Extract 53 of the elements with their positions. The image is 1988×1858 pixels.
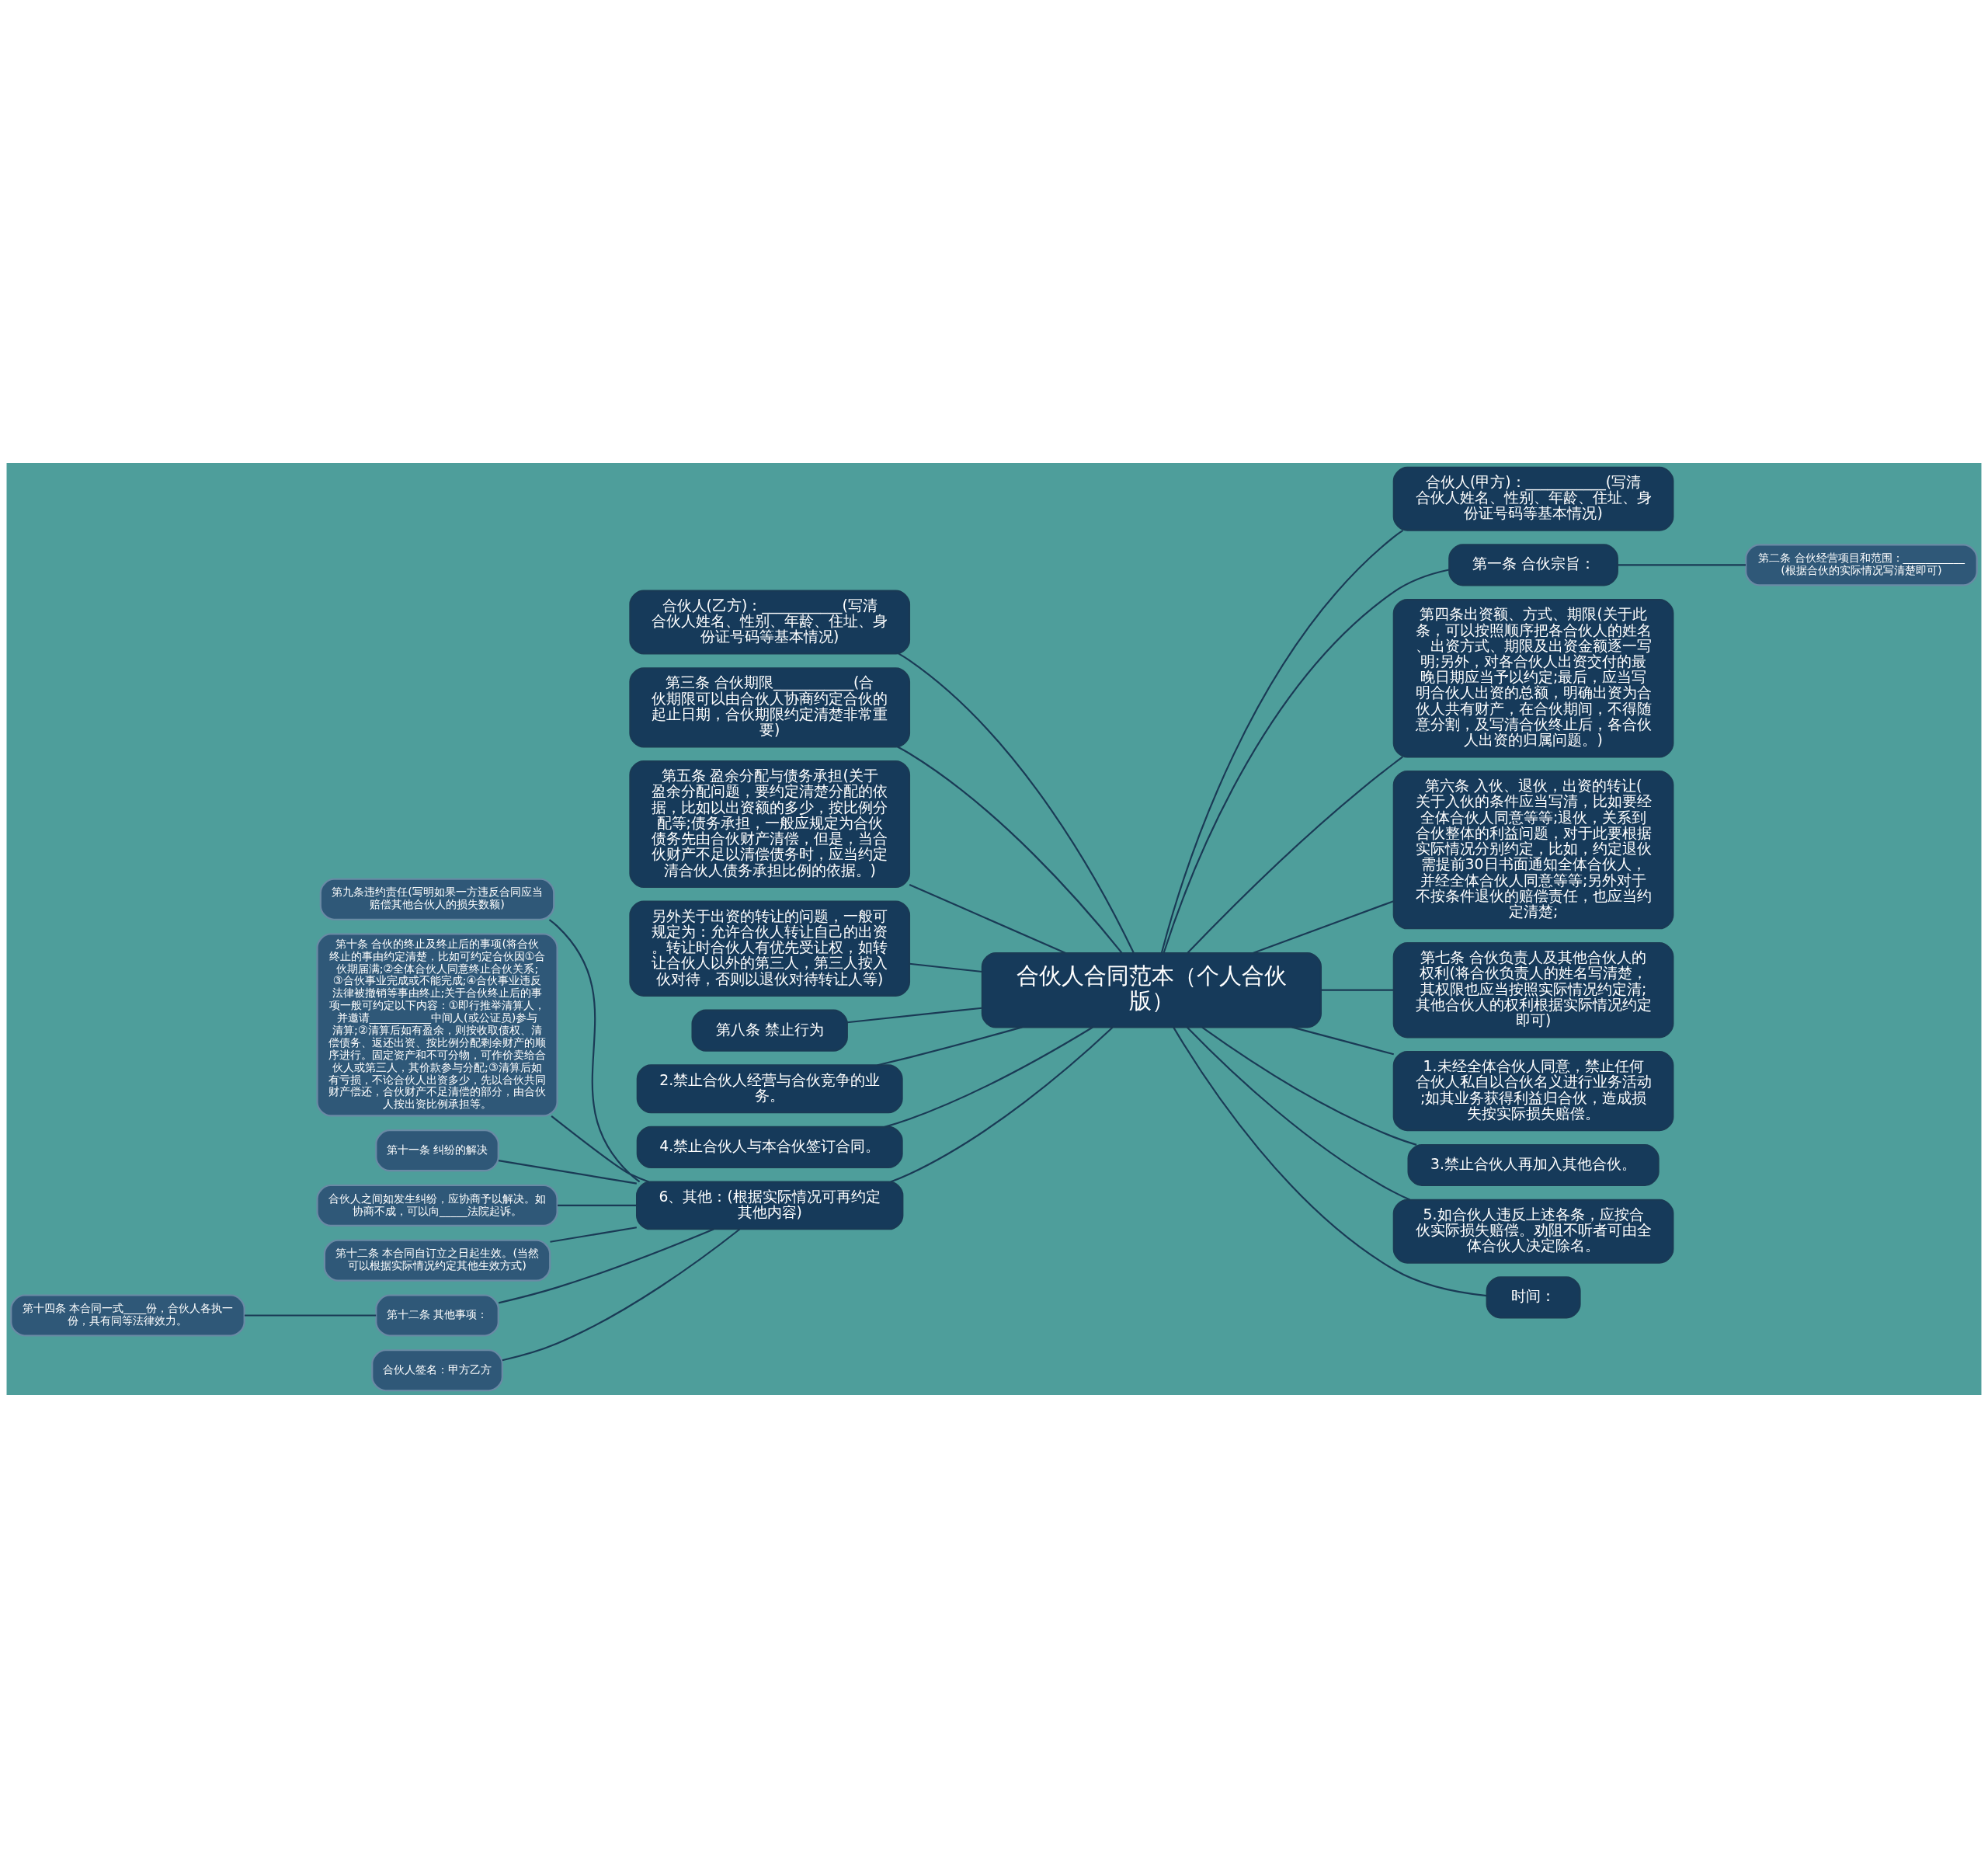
connector — [498, 1160, 637, 1185]
node-box: 合伙人(乙方)：___________(写清合伙人姓名、性别、年龄、住址、身份证号码等基本情况) — [629, 590, 911, 655]
connector — [897, 746, 1123, 954]
connector — [1173, 1027, 1487, 1297]
node-box: 第七条 合伙负责人及其他合伙人的权利(将合伙负责人的姓名写清楚，其权限也应当按照实际情况约定清;其他合伙人的权利根据实际情况约定即可) — [1392, 941, 1674, 1039]
connector — [498, 1228, 714, 1304]
node-box: 第十条 合伙的终止及终止后的事项(将合伙终止的事由约定清楚，比如可约定合伙因①合伙期届满;②全体合伙人同意终止合伙关系;③合伙事业完成或不能完成;④合伙事业违反法律被撤销等事由终止;关于合伙终止后的事项一般可约定以下内容：①即行推举清算人，并邀请___________中间人(或公证员)参与清算;②清算后如有盈余，则按收取债权、清偿债务、返还出资、按比例分配剩余财产的顺序进行。固定资产和不可分物，可作价卖给合伙人或第三人，其价款参与分配;③清算后如有亏损，不论合伙人出资多少，先以合伙共同财产偿还，合伙财产不足清偿的部分，由合伙人按出资比例承担等。 — [316, 933, 558, 1117]
node-box: 第十四条 本合同一式____份，合伙人各执一份，具有同等法律效力。 — [10, 1294, 245, 1337]
node-box: 4.禁止合伙人与本合伙签订合同。 — [636, 1126, 903, 1168]
connector — [558, 1204, 637, 1207]
node-box: 3.禁止合伙人再加入其他合伙。 — [1407, 1143, 1660, 1187]
node-box: 第三条 合伙期限___________(合伙期限可以由合伙人协商约定合伙的起止日期，合伙期限约定清楚非常重要) — [629, 667, 911, 748]
connector — [1617, 564, 1746, 566]
node-box: 另外关于出资的转让的问题，一般可规定为：允许合伙人转让自己的出资。转让时合伙人有优先受让权，如转让合伙人以外的第三人，第三人按入伙对待，否则以退伙对待转让人等) — [629, 900, 911, 997]
connector — [890, 1027, 1114, 1183]
node-box: 第四条出资额、方式、期限(关于此条，可以按照顺序把各合伙人的姓名、出资方式、期限及出资金额逐一写明;另外，对各合伙人出资交付的最晚日期应当予以约定;最后，应当写明合伙人出资的总额，明确出资为合伙人共有财产，在合伙期间，不得随意分割，及写清合伙终止后，各合伙人出资的归属问题。) — [1392, 599, 1674, 758]
node-box: 第九条违约责任(写明如果一方违反合同应当赔偿其他合伙人的损失数额) — [319, 878, 555, 920]
node-box: 5.如合伙人违反上述各条，应按合伙实际损失赔偿。劝阻不听者可由全体合伙人决定除名。 — [1392, 1199, 1674, 1264]
connector — [909, 962, 982, 973]
connector — [1253, 900, 1394, 955]
connector — [898, 652, 1135, 954]
node-box: 6、其他：(根据实际情况可再约定其他内容) — [636, 1181, 904, 1230]
node-box: 时间： — [1486, 1276, 1581, 1319]
connector — [1160, 529, 1404, 953]
connector — [1187, 756, 1403, 954]
connector — [1321, 989, 1394, 991]
node-box: 第二条 合伙经营项目和范围：___________(根据合伙的实际情况写清楚即可) — [1745, 544, 1978, 586]
node-box: 合伙人签名：甲方乙方 — [371, 1349, 503, 1392]
node-box: 2.禁止合伙人经营与合伙竞争的业务。 — [636, 1064, 903, 1114]
node-box: 第十一条 纠纷的解决 — [375, 1129, 499, 1172]
connector — [884, 1026, 1093, 1128]
connector — [846, 1007, 982, 1024]
connector — [550, 1226, 637, 1243]
connector — [551, 1115, 649, 1183]
node-box: 第五条 盈余分配与债务承担(关于盈余分配问题，要约定清楚分配的依据，比如以出资额的多少，按比例分配等;债务承担，一般应规定为合伙债务先由合伙财产清偿，但是，当合伙财产不足以清偿债务时，应当约定清合伙人债务承担比例的依据。) — [629, 760, 911, 888]
node-box: 合伙人合同范本（个人合伙版） — [981, 952, 1322, 1028]
node-box: 合伙人之间如发生纠纷，应协商予以解决。如协商不成，可以向_____法院起诉。 — [316, 1184, 558, 1227]
node-box: 合伙人(甲方)：___________(写清合伙人姓名、性别、年龄、住址、身份证号码等基本情况) — [1392, 466, 1674, 531]
connector — [548, 919, 641, 1183]
connector — [244, 1314, 377, 1317]
node-box: 第八条 禁止行为 — [691, 1009, 848, 1052]
node-box: 第六条 入伙、退伙，出资的转让(关于入伙的条件应当写清，比如要经全体合伙人同意等等;退伙，关系到合伙整体的利益问题，对于此要根据实际情况分别约定，比如，约定退伙需提前30日书面通知全体合伙人，并经全体合伙人同意等等;另外对于不按条件退伙的赔偿责任，也应当约定清楚; — [1392, 771, 1674, 930]
connector — [502, 1228, 741, 1362]
node-box: 第十二条 其他事项： — [375, 1294, 499, 1337]
connector — [877, 1026, 1023, 1066]
node-box: 第十二条 本合同自订立之日起生效。(当然可以根据实际情况约定其他生效方式) — [323, 1239, 551, 1282]
connector — [1291, 1026, 1394, 1056]
node-box: 第一条 合伙宗旨： — [1448, 544, 1618, 586]
node-box: 1.未经全体合伙人同意，禁止任何合伙人私自以合伙名义进行业务活动;如其业务获得利益归合伙，造成损失按实际损失赔偿。 — [1392, 1051, 1674, 1132]
connector — [1163, 569, 1450, 954]
connector — [909, 884, 1066, 954]
connector — [1201, 1026, 1417, 1146]
connector — [1186, 1026, 1410, 1201]
